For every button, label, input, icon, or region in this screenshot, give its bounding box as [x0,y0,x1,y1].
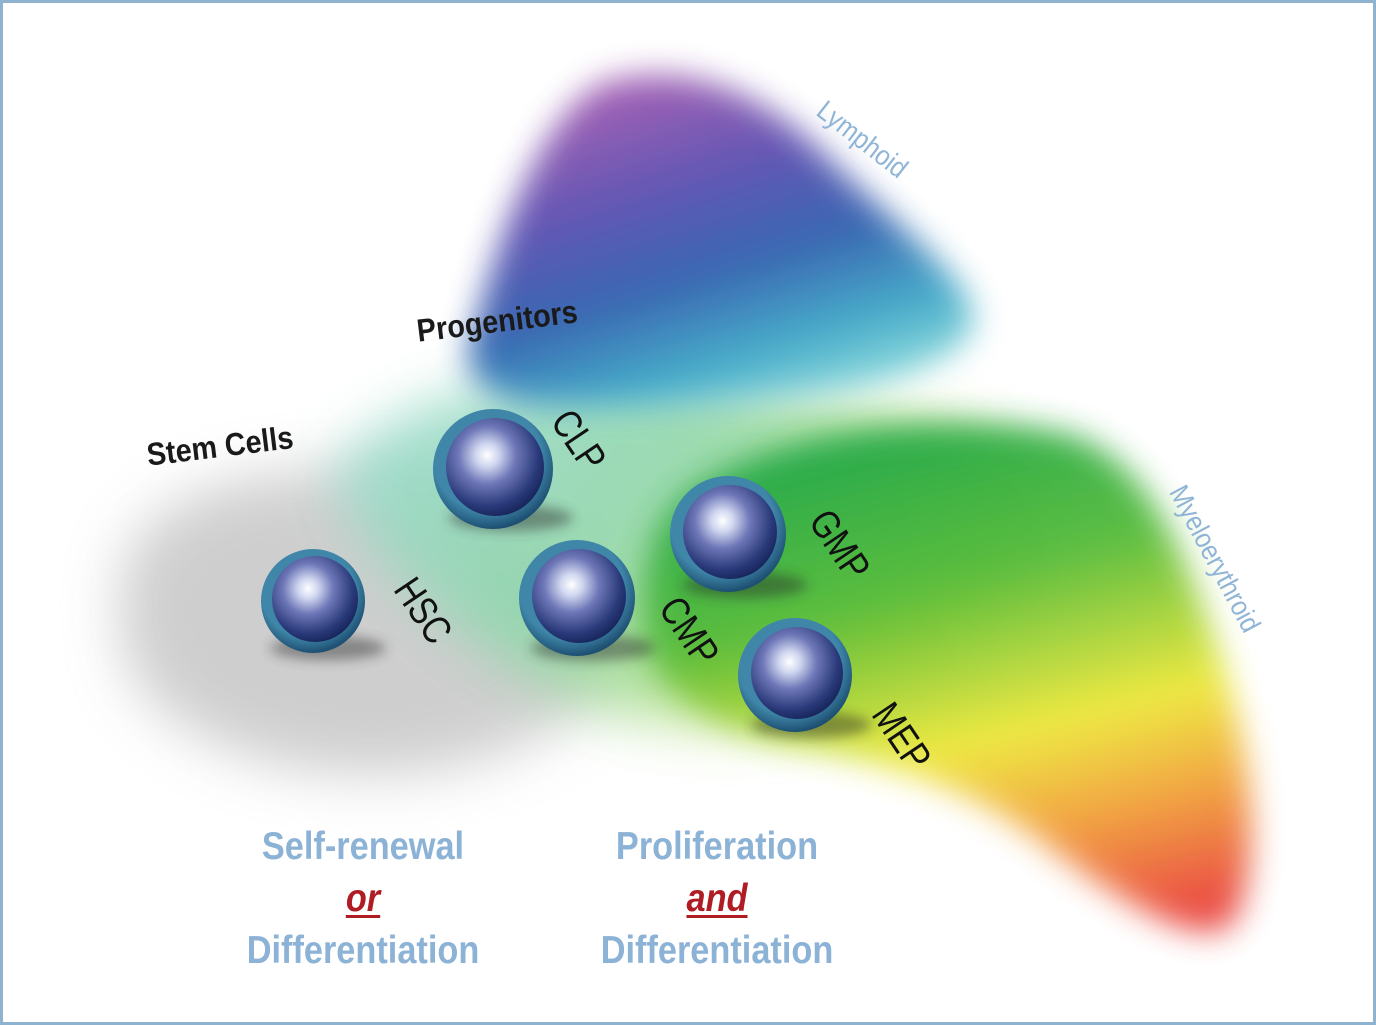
myeloerythroid-region [643,423,1252,932]
lymphoid-region [468,74,974,408]
right-caption-line2: Differentiation [600,929,834,972]
right-caption: Proliferation and Differentiation [567,821,866,977]
cell-hsc [261,549,386,660]
right-caption-line1: Proliferation [615,825,819,868]
cell-clp [433,409,573,531]
left-caption-line2: Differentiation [246,929,480,972]
right-caption-connector: and [686,877,748,920]
cell-cmp [519,540,655,661]
cell-mep [738,618,871,738]
left-caption: Self-renewal or Differentiation [213,821,512,977]
hematopoiesis-landscape [120,74,1252,932]
left-caption-connector: or [345,877,381,920]
left-caption-line1: Self-renewal [261,825,465,868]
cell-gmp [670,476,807,598]
